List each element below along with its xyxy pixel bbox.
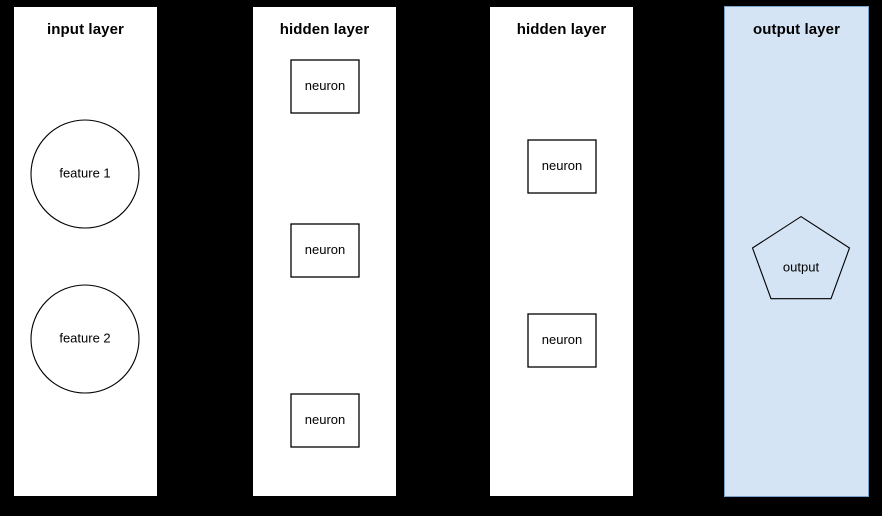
layer-title-hidden-1: hidden layer [279,21,370,38]
node-feature-1[interactable]: feature 1 [30,119,140,229]
layer-title-hidden-2: hidden layer [516,21,607,38]
node-hidden2-neuron-2[interactable]: neuron [527,313,597,368]
layer-panel-input[interactable]: input layer [13,6,158,497]
node-label-feature-1: feature 1 [59,165,110,180]
node-hidden2-neuron-1[interactable]: neuron [527,139,597,194]
node-label-hidden2-neuron-2: neuron [542,332,582,347]
node-hidden1-neuron-2[interactable]: neuron [290,223,360,278]
node-hidden1-neuron-1[interactable]: neuron [290,59,360,114]
node-feature-2[interactable]: feature 2 [30,284,140,394]
node-label-output-node: output [783,259,820,274]
node-label-hidden1-neuron-3: neuron [305,412,345,427]
connection-lines [138,82,753,421]
layer-title-input: input layer [47,21,124,38]
node-output-node[interactable]: output [751,215,851,300]
layer-title-output: output layer [752,21,841,38]
node-label-hidden1-neuron-1: neuron [305,78,345,93]
layer-panel-hidden-2[interactable]: hidden layer [489,6,634,497]
layer-panel-output[interactable]: output layer [724,6,869,497]
node-hidden1-neuron-3[interactable]: neuron [290,393,360,448]
node-label-hidden2-neuron-1: neuron [542,158,582,173]
node-label-hidden1-neuron-2: neuron [305,242,345,257]
node-label-feature-2: feature 2 [59,330,110,345]
